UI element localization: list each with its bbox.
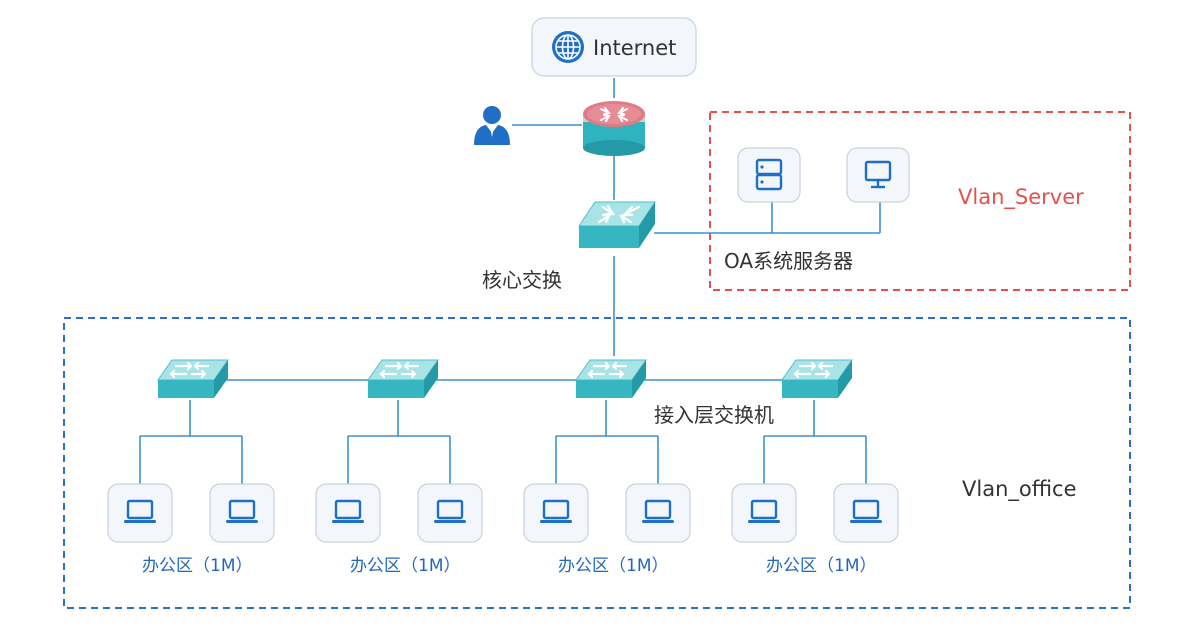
- office-zone-label: 办公区（1M）: [142, 556, 252, 576]
- server-rack-icon: [755, 158, 783, 191]
- laptop-icon: [522, 482, 590, 544]
- office-zone-label: 办公区（1M）: [558, 556, 668, 576]
- laptop-icon: [208, 482, 276, 544]
- laptop-group-3: [522, 482, 692, 544]
- internet-label: Internet: [593, 36, 676, 60]
- access-switch-label: 接入层交换机: [654, 403, 774, 427]
- internet-node: Internet: [531, 17, 697, 77]
- office-zone-label: 办公区（1M）: [350, 556, 460, 576]
- laptop-icon: [624, 482, 692, 544]
- access-switch-icon: [366, 358, 440, 400]
- access-switch-icon: [574, 358, 648, 400]
- laptop-icon: [832, 482, 900, 544]
- laptop-icon: [730, 482, 798, 544]
- laptop-icon: [314, 482, 382, 544]
- router-icon: [583, 101, 645, 156]
- vlan-office-name: Vlan_office: [962, 477, 1077, 502]
- core-switch-icon: [578, 201, 656, 248]
- desktop-tile: [846, 147, 910, 203]
- access-switch-icon: [780, 358, 854, 400]
- laptop-group-4: [730, 482, 900, 544]
- desktop-monitor-icon: [864, 160, 892, 189]
- core-switch-label: 核心交换: [482, 268, 562, 292]
- links: [139, 78, 881, 484]
- vlan-office-frame: [63, 317, 1131, 609]
- vlan-server-frame: [709, 111, 1131, 291]
- globe-icon: [552, 31, 584, 63]
- office-zone-label: 办公区（1M）: [766, 556, 876, 576]
- laptop-group-1: [106, 482, 276, 544]
- vlan-server-name: Vlan_Server: [958, 185, 1084, 210]
- laptop-icon: [416, 482, 484, 544]
- oa-server-label: OA系统服务器: [724, 249, 853, 273]
- laptop-group-2: [314, 482, 484, 544]
- user-icon: [474, 106, 510, 145]
- laptop-icon: [106, 482, 174, 544]
- access-switch-icon: [156, 358, 230, 400]
- server-rack-tile: [737, 147, 801, 203]
